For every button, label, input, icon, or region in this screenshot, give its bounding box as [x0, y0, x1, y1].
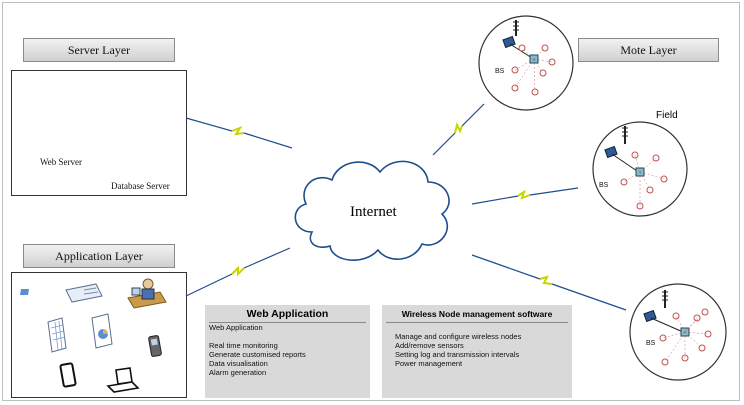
mobile-phone-icon	[148, 335, 162, 357]
web-application-panel: Web Application Web Application Real tim…	[205, 305, 370, 398]
list-item: Add/remove sensors	[395, 341, 464, 350]
application-layer-box	[11, 272, 187, 398]
bolt-icon	[231, 125, 245, 136]
link-mote3-internet	[471, 254, 627, 311]
bolt-icon	[539, 275, 553, 285]
application-layer-label: Application Layer	[23, 244, 175, 268]
spreadsheet-icon	[47, 317, 67, 353]
web-server-label: Web Server	[40, 157, 83, 167]
list-item: Alarm generation	[209, 368, 267, 377]
bolt-icon	[517, 189, 531, 200]
wireless-node-panel: Wireless Node management software Manage…	[382, 305, 572, 398]
list-item: Web Application	[209, 323, 263, 332]
link-app-internet	[185, 247, 291, 297]
bolt-icon	[231, 265, 245, 277]
list-item: Real time monitoring	[209, 341, 278, 350]
mote-layer-label: Mote Layer	[578, 38, 719, 62]
bs-label: BS	[599, 182, 609, 189]
bs-label: BS	[495, 68, 505, 75]
diagram-frame	[2, 2, 740, 401]
internet-cloud-icon	[294, 160, 450, 261]
link-server-internet	[185, 117, 293, 149]
list-item: Generate customised reports	[209, 350, 306, 359]
web-application-list: Web Application Real time monitoring Gen…	[209, 323, 306, 377]
mote-field-3	[629, 283, 727, 381]
bs-label: BS	[646, 340, 656, 347]
tablet-icon	[59, 362, 77, 388]
list-item: Data visualisation	[209, 359, 268, 368]
link-mote1-internet	[432, 103, 485, 156]
list-item: Power management	[395, 359, 463, 368]
database-server-label: Database Server	[111, 181, 170, 191]
divider	[209, 322, 366, 323]
wireless-node-title: Wireless Node management software	[401, 309, 553, 319]
mote-field-2	[592, 121, 688, 217]
web-application-title: Web Application	[246, 308, 329, 320]
mote-field-1	[478, 15, 574, 111]
field-label: Field	[656, 110, 678, 121]
internet-label: Internet	[350, 204, 397, 220]
laptop-icon	[106, 367, 140, 393]
server-layer-label: Server Layer	[23, 38, 175, 62]
link-mote2-internet	[471, 187, 579, 205]
report-chart-icon	[91, 313, 113, 349]
list-item	[209, 332, 306, 341]
wireless-node-list: Manage and configure wireless nodes Add/…	[395, 332, 521, 368]
desk-user-icon	[127, 278, 167, 309]
id-card-icon	[19, 283, 103, 303]
divider	[386, 322, 568, 323]
bolt-icon	[454, 122, 463, 134]
list-item: Setting log and transmission intervals	[395, 350, 520, 359]
list-item: Manage and configure wireless nodes	[395, 332, 522, 341]
server-layer-box	[11, 70, 187, 196]
